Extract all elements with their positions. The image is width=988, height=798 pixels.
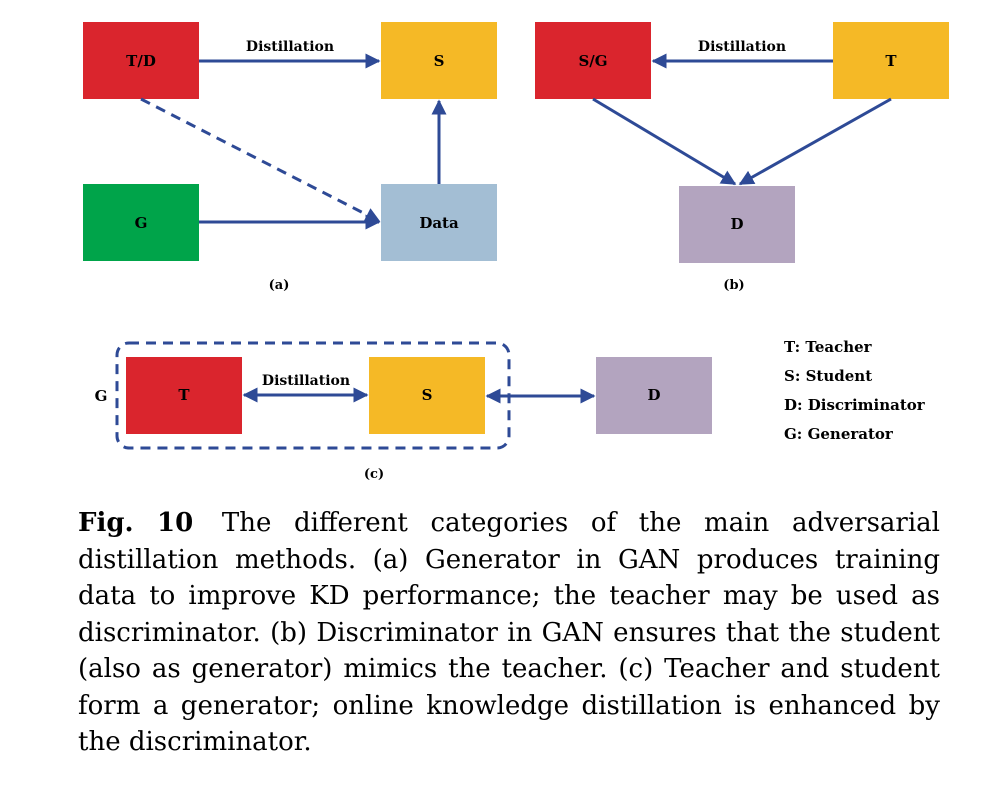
discriminator-label-c: D bbox=[647, 386, 660, 404]
figure-caption: Fig. 10 The different categories of the … bbox=[78, 505, 940, 761]
diagram-canvas: T/D S G Data Distillation (a) S/G T D Di… bbox=[83, 22, 949, 482]
generator-group-label: G bbox=[95, 387, 108, 405]
discriminator-label-b: D bbox=[730, 215, 743, 233]
legend-teacher: T: Teacher bbox=[784, 338, 873, 356]
distillation-label-b: Distillation bbox=[698, 39, 786, 55]
panel-c: G T S D Distillation (c) bbox=[95, 341, 712, 482]
legend-generator: G: Generator bbox=[784, 425, 894, 443]
panel-a: T/D S G Data Distillation (a) bbox=[83, 22, 497, 293]
legend-discriminator: D: Discriminator bbox=[784, 396, 926, 414]
teacher-label-b: T bbox=[885, 52, 897, 70]
distillation-label-c: Distillation bbox=[262, 373, 350, 389]
panel-b: S/G T D Distillation (b) bbox=[535, 22, 949, 293]
sub-label-a: (a) bbox=[269, 278, 290, 293]
caption-text: The different categories of the main adv… bbox=[78, 508, 940, 757]
sub-label-c: (c) bbox=[364, 467, 384, 482]
teacher-to-data-dashed-arrow bbox=[140, 97, 381, 223]
data-label: Data bbox=[419, 214, 459, 232]
discriminator-box-b bbox=[679, 186, 795, 263]
student-label-c: S bbox=[422, 386, 433, 404]
legend: T: Teacher S: Student D: Discriminator G… bbox=[784, 338, 926, 443]
discriminator-box-c bbox=[596, 357, 712, 434]
student-to-discriminator-arrow bbox=[592, 97, 737, 186]
distillation-label-a: Distillation bbox=[246, 39, 334, 55]
student-box bbox=[381, 22, 497, 99]
figure-label: Fig. 10 bbox=[78, 508, 194, 538]
student-label: S bbox=[434, 52, 445, 70]
sub-label-b: (b) bbox=[723, 278, 744, 293]
student-generator-label: S/G bbox=[578, 52, 607, 70]
student-generator-box bbox=[535, 22, 651, 99]
legend-student: S: Student bbox=[784, 367, 872, 385]
generator-box bbox=[83, 184, 199, 261]
teacher-to-discriminator-arrow bbox=[738, 97, 892, 186]
teacher-label-c: T bbox=[178, 386, 190, 404]
teacher-discriminator-box bbox=[83, 22, 199, 99]
teacher-discriminator-label: T/D bbox=[126, 52, 156, 70]
data-box bbox=[381, 184, 497, 261]
generator-label: G bbox=[135, 214, 148, 232]
teacher-box-b bbox=[833, 22, 949, 99]
student-box-c bbox=[369, 357, 485, 434]
teacher-box-c bbox=[126, 357, 242, 434]
